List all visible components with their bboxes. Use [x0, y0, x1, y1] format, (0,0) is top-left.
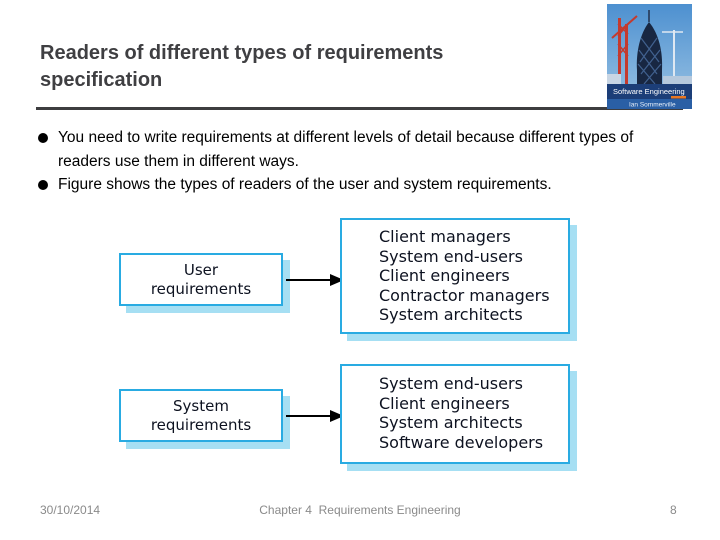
book-cover-image: Software Engineering Ian Sommerville: [607, 4, 692, 109]
reader-item: Client engineers: [379, 266, 510, 285]
reader-item: Software developers: [379, 432, 544, 452]
bullet-text: You need to write requirements at differ…: [58, 129, 634, 170]
system-requirements-box: System requirements: [119, 389, 283, 442]
bullet-icon: [38, 133, 48, 143]
book-title-text: Software Engineering: [613, 87, 685, 96]
reader-item: System architects: [379, 413, 523, 432]
book-cover-art: Software Engineering Ian Sommerville: [607, 4, 692, 109]
reader-item: Client managers: [379, 227, 511, 246]
list-item: Figure shows the types of readers of the…: [36, 173, 664, 197]
book-author-text: Ian Sommerville: [629, 102, 676, 109]
source-box-label: User requirements: [150, 260, 252, 298]
reader-item: System architects: [379, 305, 523, 324]
system-readers-box: System end-users Client engineers System…: [340, 364, 570, 464]
user-readers-box: Client managers System end-users Client …: [340, 218, 570, 334]
footer-page-number: 8: [670, 503, 677, 517]
arrow-line: [286, 415, 332, 417]
page-title: Readers of different types of requiremen…: [40, 42, 444, 91]
bullet-text: Figure shows the types of readers of the…: [58, 176, 552, 193]
source-box-label: System requirements: [150, 396, 252, 434]
bullet-list: You need to write requirements at differ…: [36, 126, 664, 197]
reader-item: System end-users: [379, 374, 523, 393]
reader-item: System end-users: [379, 246, 523, 266]
reader-item: Contractor managers: [379, 285, 550, 305]
title-divider: [36, 107, 683, 110]
bullet-icon: [38, 180, 48, 190]
footer-date: 30/10/2014: [40, 503, 101, 517]
reader-item: Client engineers: [379, 393, 510, 413]
footer-chapter: Chapter 4 Requirements Engineering: [259, 503, 461, 517]
edition-mark: [671, 96, 686, 99]
user-requirements-box: User requirements: [119, 253, 283, 306]
list-item: You need to write requirements at differ…: [36, 126, 664, 173]
arrow-line: [286, 279, 332, 281]
